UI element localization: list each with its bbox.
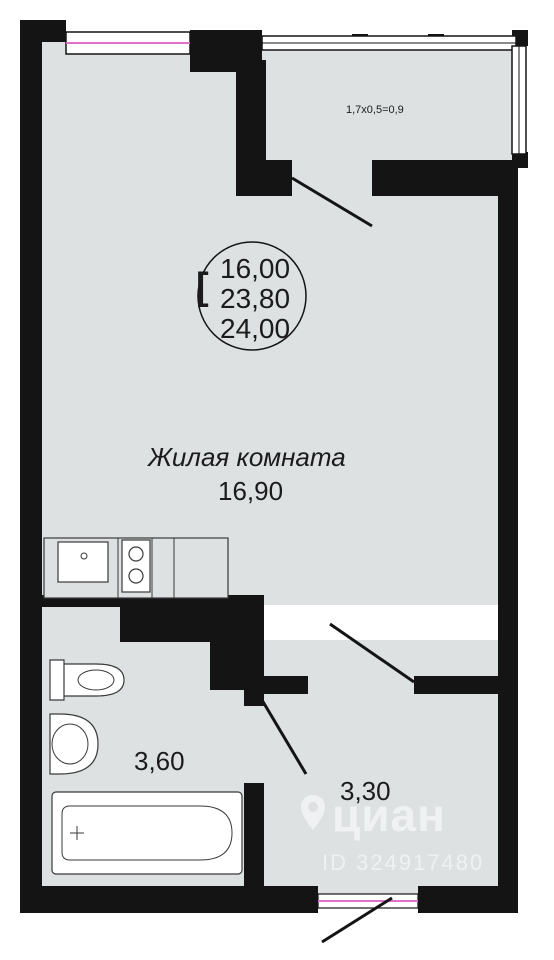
wall-balcony-right [372, 160, 518, 196]
wall-left [20, 20, 42, 913]
bathroom-wall-lower [244, 783, 264, 905]
stove-burner-2 [128, 568, 144, 584]
entrance-door-leaf [321, 896, 393, 944]
balcony-pillar-4 [512, 152, 528, 168]
bathroom-door-stub [258, 676, 308, 694]
area-value-c: 16,00 [220, 253, 291, 284]
bathroom-area: 3,60 [134, 746, 185, 776]
wall-right [498, 196, 518, 913]
stove-icon [121, 539, 151, 593]
bathtub-basin [61, 805, 233, 861]
hallway-area: 3,30 [340, 776, 391, 806]
stove-burner-1 [128, 546, 144, 562]
sink-drain [80, 552, 88, 560]
living-room-name: Жилая комната [148, 442, 346, 472]
location-pin-icon [301, 795, 325, 830]
wall-balcony-stub [236, 160, 292, 196]
washbasin-bowl [51, 723, 89, 765]
apartment-area-badge: [ 16,00 23,80 24,00 [192, 240, 312, 352]
bathroom-door-leaf [260, 699, 308, 775]
watermark-brand: циан [332, 789, 446, 841]
living-room-area: 16,90 [218, 476, 284, 506]
area-value-total2: 24,00 [220, 313, 291, 344]
wall-bottom-left [20, 886, 318, 913]
area-badge-circle [197, 241, 307, 351]
room-door-leaf [329, 622, 415, 684]
balcony-area-label: 1,7x0,5=0,9 [346, 104, 404, 116]
toilet-icon [49, 659, 125, 701]
toilet-seat [77, 669, 115, 691]
bathtub-icon [51, 791, 243, 875]
wall-top-left-corner [20, 20, 66, 42]
area-bracket-icon: [ [196, 266, 209, 308]
balcony-door-leaf [291, 176, 373, 228]
hallway-wall-stub [414, 676, 514, 694]
watermark-id: ID 324917480 [322, 850, 485, 875]
sink-icon [57, 541, 109, 583]
area-value-total: 23,80 [220, 283, 291, 314]
washbasin-icon [49, 713, 99, 775]
bathroom-wall-block [120, 595, 264, 690]
